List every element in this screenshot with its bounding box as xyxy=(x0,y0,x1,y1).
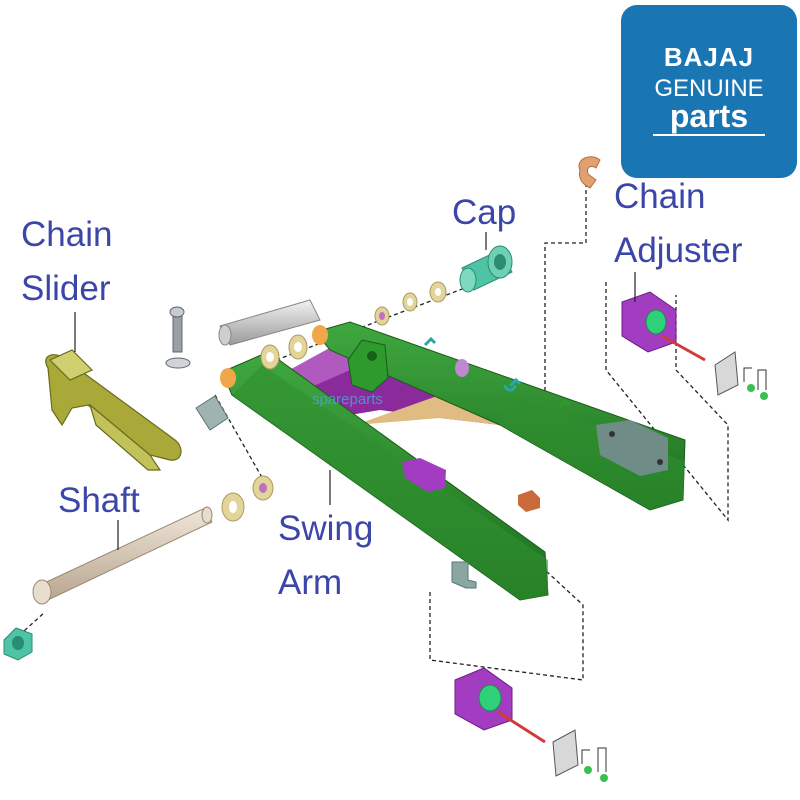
callout-lines xyxy=(74,232,636,550)
arm-bracket-purple xyxy=(402,458,446,492)
shaft-part xyxy=(3,506,213,661)
logo-underline xyxy=(653,134,765,136)
cap-part xyxy=(459,245,513,293)
label-chain-slider-line1: Chain xyxy=(21,215,113,254)
logo-parts: parts xyxy=(669,98,749,134)
bajaj-genuine-parts-logo: BAJAJ GENUINE parts xyxy=(621,5,797,178)
arm-purple-clip xyxy=(455,359,469,377)
chain-adjuster-assembly-bottom xyxy=(454,667,608,782)
pivot-pin-assembly xyxy=(165,281,447,522)
label-swing-arm-line2: Arm xyxy=(278,563,343,602)
shock-mount-bracket xyxy=(347,339,389,393)
pivot-tube-end-left xyxy=(220,368,236,388)
pivot-tube-end-right xyxy=(312,325,328,345)
lower-hanger-bracket xyxy=(451,561,477,589)
spacer-cylinder xyxy=(195,395,229,431)
chain-adjuster-assembly-top xyxy=(621,291,768,400)
logo-genuine: GENUINE xyxy=(654,75,764,102)
bolt xyxy=(172,311,183,353)
label-chain-adjuster-line1: Chain xyxy=(614,177,706,216)
swing-arm-right-rail-side xyxy=(500,398,685,510)
label-chain-adjuster-line2: Adjuster xyxy=(614,231,743,270)
chain-adjuster-clip xyxy=(578,156,601,189)
swing-arm-left-rail-side xyxy=(232,365,548,600)
watermark-text: spareparts xyxy=(312,391,383,408)
label-shaft: Shaft xyxy=(58,481,140,520)
chain-slider-part xyxy=(45,349,182,471)
label-chain-slider-line2: Slider xyxy=(21,269,111,308)
swing-arm-part: spareparts xyxy=(220,321,686,601)
bolt-washer xyxy=(165,357,191,369)
label-cap: Cap xyxy=(452,193,517,232)
logo-brand: BAJAJ xyxy=(663,42,755,72)
label-swing-arm-line1: Swing xyxy=(278,509,374,548)
pivot-pin xyxy=(219,299,321,346)
orange-block xyxy=(518,490,540,512)
